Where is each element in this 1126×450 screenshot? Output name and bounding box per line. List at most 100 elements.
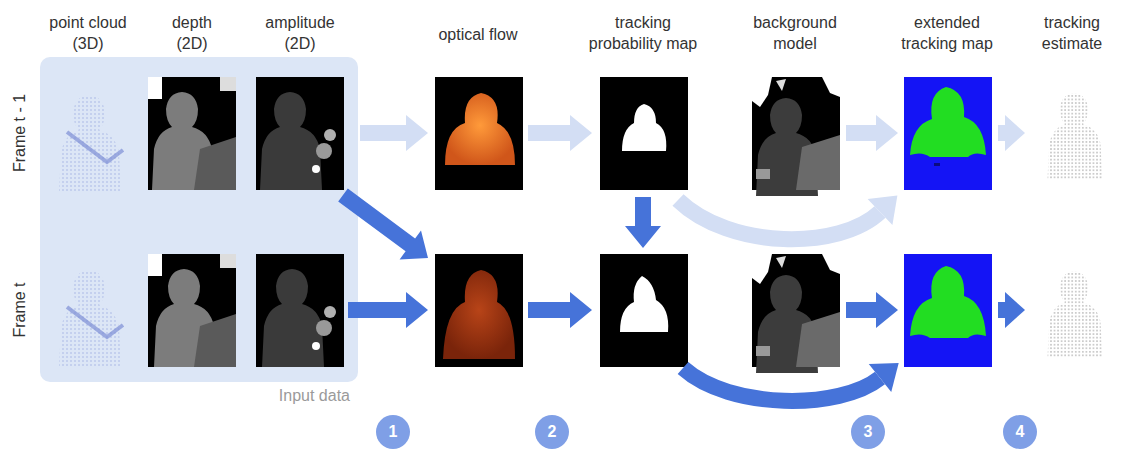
callout-number: 3: [864, 422, 873, 442]
probability-map-bottom: [600, 254, 688, 367]
column-header: amplitude (2D): [255, 12, 345, 54]
callout-number: 2: [548, 422, 557, 442]
image-ground: [600, 254, 688, 367]
block-arrow: [846, 292, 898, 328]
noise-patch: [934, 163, 940, 166]
background-patch: [220, 254, 236, 268]
callout-circle: 1: [376, 415, 410, 449]
block-arrow: [625, 197, 661, 248]
point-cloud-figure: [59, 270, 121, 368]
point-cloud-figure: [59, 95, 121, 193]
callout-circle: 3: [851, 415, 885, 449]
background-patch: [776, 79, 786, 91]
point-cloud-bottom: [59, 270, 123, 368]
curved-arrow-head: [868, 196, 898, 226]
amplitude-image-bottom: [256, 254, 344, 367]
tracked-person: [910, 266, 986, 338]
block-arrow: [528, 115, 592, 151]
background-patch: [756, 346, 770, 356]
column-header: background model: [743, 12, 847, 54]
block-arrow: [998, 115, 1025, 151]
callout-number: 4: [1016, 422, 1025, 442]
curved-arrow-head: [869, 363, 899, 392]
background-model-top: [752, 77, 840, 196]
panel-label: Input data: [279, 386, 350, 406]
input-panel-ground: [40, 57, 358, 382]
background-model-bottom: [752, 254, 840, 373]
probability-blob: [620, 276, 668, 332]
optical-flow-top: [435, 77, 523, 190]
block-arrow: [360, 115, 428, 151]
callout-circle: 2: [535, 415, 569, 449]
dark-arrows: [338, 189, 1025, 401]
image-ground: [256, 77, 344, 190]
background-patch: [752, 77, 772, 107]
image-ground: [435, 77, 523, 190]
callout-circle: 4: [1003, 415, 1037, 449]
robot-background: [796, 312, 840, 367]
robot-depth: [194, 137, 236, 190]
amplitude-image-top: [256, 77, 344, 190]
point-cloud-arm: [67, 132, 123, 162]
background-patch: [822, 77, 840, 97]
block-arrow: [338, 189, 428, 260]
tracked-person: [910, 87, 986, 157]
callout-circle-fill: [376, 415, 410, 449]
background-patch: [148, 77, 162, 99]
tracking-estimate-top: [1047, 93, 1102, 180]
block-arrow: [528, 292, 592, 328]
probability-map-top: [600, 77, 688, 190]
image-ground: [435, 254, 523, 367]
point-cloud-arm: [67, 307, 123, 337]
background-patch: [756, 169, 770, 179]
input-panel: Input data: [40, 57, 358, 410]
column-header: point cloud (3D): [38, 12, 138, 54]
column-header: optical flow: [413, 24, 543, 45]
person-amplitude: [260, 92, 322, 190]
block-arrow: [348, 292, 428, 328]
image-ground: [904, 77, 992, 190]
bright-spot: [312, 342, 320, 350]
block-arrow: [998, 292, 1025, 328]
point-cloud-top: [59, 95, 123, 193]
extended-map-bottom: [904, 254, 992, 367]
image-ground: [600, 77, 688, 190]
callout-circle-fill: [851, 415, 885, 449]
depth-image-top: [148, 77, 236, 190]
tracking-estimate-bottom: [1047, 271, 1102, 358]
column-header: tracking probability map: [580, 12, 706, 54]
callout-number: 1: [389, 422, 398, 442]
background-patch: [776, 256, 786, 268]
callout-circle-fill: [1003, 415, 1037, 449]
callout-circle-fill: [535, 415, 569, 449]
row-label: Frame t - 1: [11, 94, 29, 172]
background-patch: [148, 254, 162, 276]
flow-blob: [445, 93, 515, 165]
background-patch: [752, 254, 772, 284]
image-ground: [904, 254, 992, 367]
curved-arrow-shaft: [678, 200, 880, 239]
optical-flow-bottom: [435, 254, 523, 367]
row-label: Frame t: [11, 282, 29, 337]
robot-joint: [316, 320, 332, 336]
block-arrow: [846, 115, 898, 151]
column-header: depth (2D): [161, 12, 223, 54]
background-patch: [220, 77, 236, 91]
person-amplitude: [262, 269, 324, 367]
robot-background: [796, 135, 840, 190]
robot-depth: [194, 314, 236, 367]
robot-joint: [324, 306, 336, 318]
depth-image-bottom: [148, 254, 236, 367]
column-header: tracking estimate: [1030, 12, 1114, 54]
background-patch: [822, 254, 840, 274]
extended-map-top: [904, 77, 992, 190]
flow-blob: [443, 270, 515, 359]
probability-blob: [622, 104, 666, 151]
robot-joint: [316, 143, 332, 159]
image-ground: [148, 254, 236, 367]
curved-arrow-shaft: [683, 368, 880, 401]
